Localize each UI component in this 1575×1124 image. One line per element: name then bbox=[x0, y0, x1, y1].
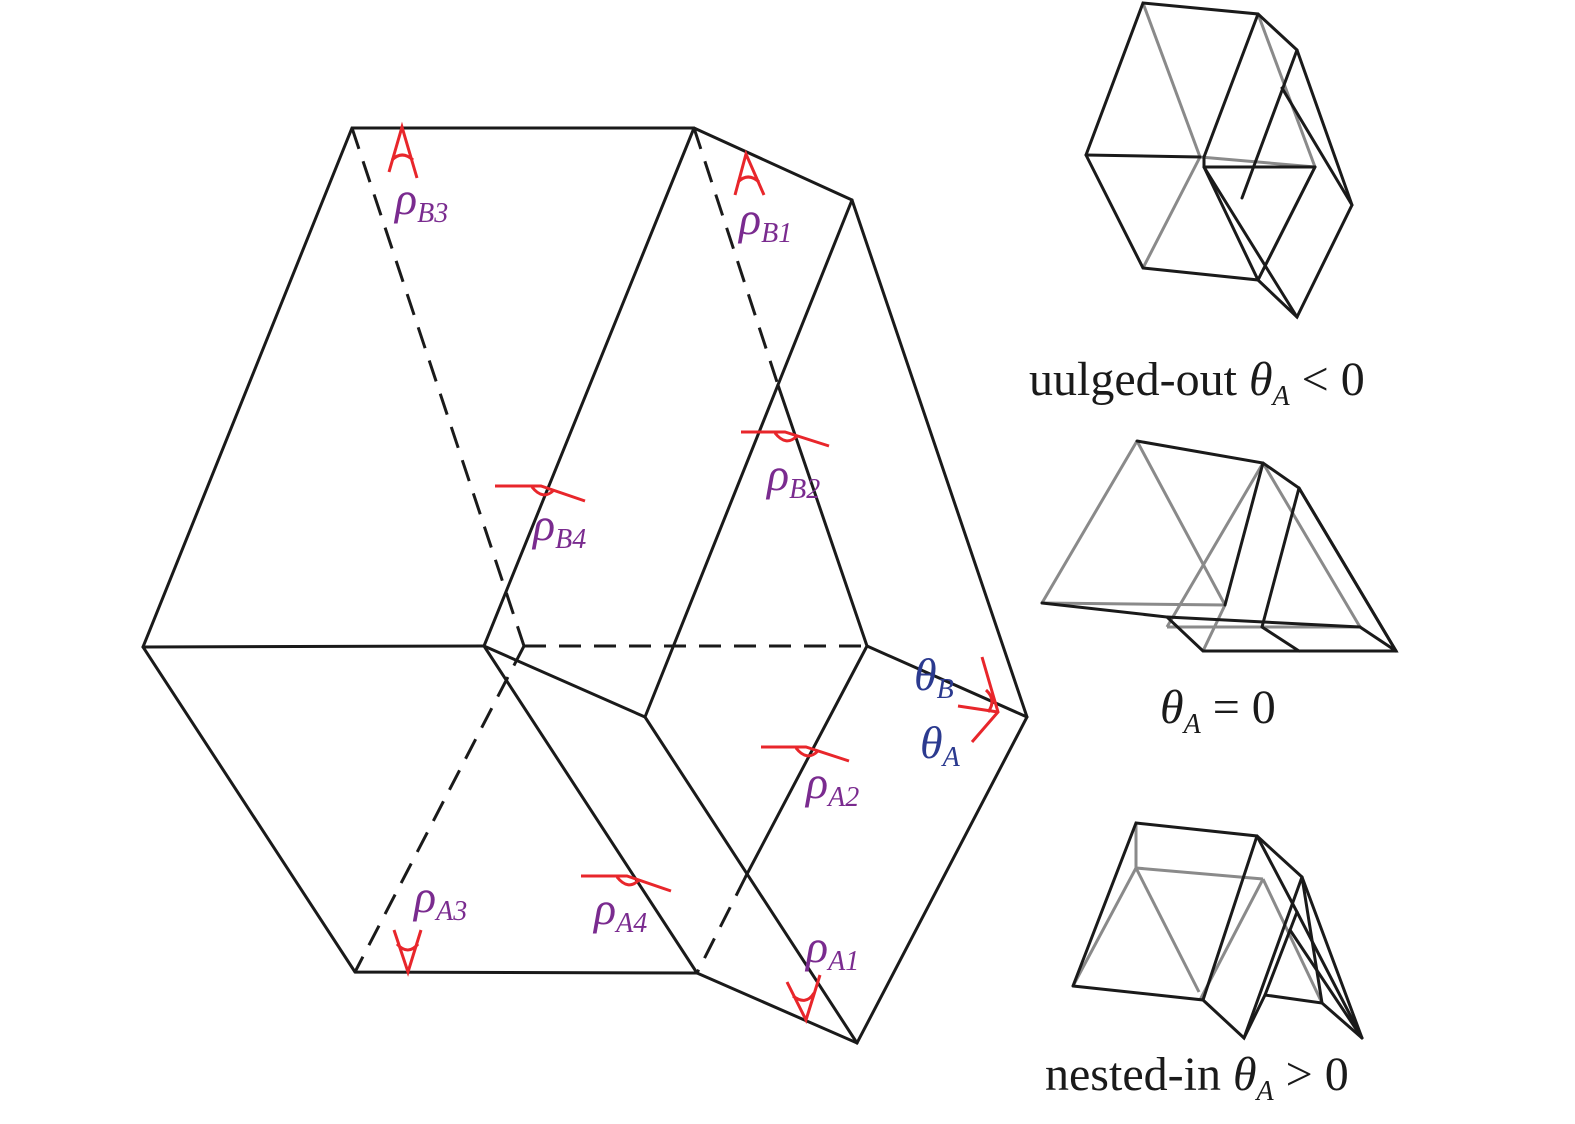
flat-model bbox=[1040, 439, 1399, 653]
label-rho-a2: ρA2 bbox=[804, 757, 859, 813]
hidden-crease-1 bbox=[350, 127, 526, 647]
angle-mark-rho-a4 bbox=[581, 874, 672, 893]
hidden-crease-5 bbox=[695, 875, 748, 974]
nested-in-model bbox=[1071, 821, 1364, 1041]
hidden-crease-4 bbox=[353, 645, 526, 973]
angle-mark-theta bbox=[957, 656, 1000, 743]
angle-mark-rho-a1 bbox=[785, 974, 822, 1025]
main-fold-pattern: ρB3 ρB1 ρB4 ρB2 ρA2 ρA3 ρA4 ρA1 θB θA bbox=[141, 121, 1029, 1045]
angle-mark-rho-b3 bbox=[387, 121, 419, 179]
outer-edge-left bbox=[141, 126, 1029, 1045]
crease-inner-v4 bbox=[776, 383, 869, 648]
angle-mark-rho-a2 bbox=[761, 745, 850, 763]
angle-mark-rho-a3 bbox=[392, 929, 423, 977]
caption-flat: θA = 0 bbox=[1160, 681, 1276, 740]
angle-mark-rho-b1 bbox=[733, 149, 766, 196]
bulged-out-model bbox=[1084, 1, 1354, 320]
mid-crease-left bbox=[141, 644, 486, 649]
crease-inner-v5 bbox=[744, 644, 869, 878]
crease-lower-center bbox=[482, 644, 699, 975]
crease-inner-v1 bbox=[482, 644, 647, 719]
angle-mark-rho-b2 bbox=[741, 430, 830, 448]
label-theta-a: θA bbox=[920, 717, 961, 773]
crease-inner-v3 bbox=[643, 715, 859, 1045]
label-rho-a3: ρA3 bbox=[412, 871, 467, 927]
hidden-crease-2 bbox=[692, 127, 780, 386]
caption-nested-in: nested-in θA > 0 bbox=[1045, 1048, 1349, 1107]
label-rho-b3: ρB3 bbox=[393, 173, 448, 229]
mid-crease-right bbox=[865, 644, 1029, 719]
crease-inner-v2 bbox=[643, 198, 854, 719]
label-rho-b4: ρB4 bbox=[531, 499, 586, 555]
label-rho-b2: ρB2 bbox=[765, 449, 820, 505]
label-rho-a1: ρA1 bbox=[804, 921, 859, 977]
label-theta-b: θB bbox=[914, 649, 954, 705]
caption-bulged-out: uulged-out θA < 0 bbox=[1029, 353, 1365, 412]
label-rho-b1: ρB1 bbox=[737, 193, 792, 249]
crease-upper-center bbox=[482, 126, 696, 648]
angle-mark-rho-b4 bbox=[495, 484, 586, 503]
label-rho-a4: ρA4 bbox=[592, 883, 647, 939]
